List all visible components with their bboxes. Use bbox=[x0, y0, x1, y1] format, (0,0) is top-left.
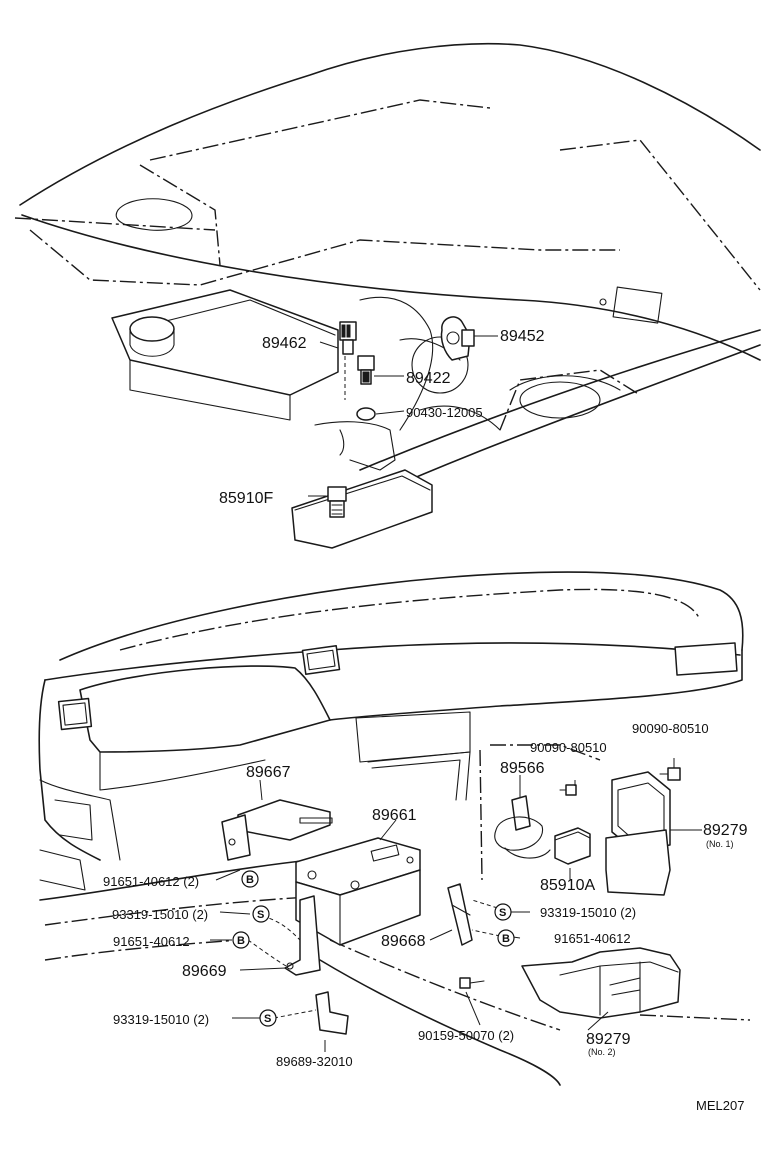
label-89452: 89452 bbox=[500, 328, 545, 345]
label-93319-15010-2-c: 93319-15010 (2) bbox=[113, 1012, 209, 1027]
unit-89279-no1 bbox=[605, 771, 671, 896]
relay-85910A bbox=[554, 827, 591, 865]
bolt-90159 bbox=[459, 977, 485, 989]
screw-symbol-1 bbox=[252, 905, 270, 923]
bolt-90090-1 bbox=[559, 784, 577, 796]
bracket-89566 bbox=[494, 795, 551, 859]
label-89279-no2: 89279 bbox=[586, 1031, 631, 1048]
screw-symbol-3 bbox=[259, 1009, 277, 1027]
screw-symbol-1-letter: S bbox=[257, 909, 264, 921]
diagram-id: MEL207 bbox=[696, 1098, 744, 1113]
label-93319-15010-2-b: 93319-15010 (2) bbox=[540, 905, 636, 920]
ecu-89661 bbox=[295, 837, 421, 946]
bolt-symbol-1-letter: B bbox=[246, 874, 254, 886]
label-85910A: 85910A bbox=[540, 877, 595, 894]
label-90430-12005: 90430-12005 bbox=[406, 405, 483, 420]
screw-symbol-2 bbox=[494, 903, 512, 921]
label-90090-80510-a: 90090-80510 bbox=[530, 740, 607, 755]
bracket-89669 bbox=[284, 895, 321, 976]
bolt-symbol-3-letter: B bbox=[502, 933, 510, 945]
label-91651-40612-2: 91651-40612 (2) bbox=[103, 874, 199, 889]
label-89661: 89661 bbox=[372, 807, 417, 824]
label-89279-no2-note: (No. 2) bbox=[588, 1047, 616, 1057]
screw-symbol-2-letter: S bbox=[499, 907, 506, 919]
sensor-89422 bbox=[357, 355, 375, 385]
label-89668: 89668 bbox=[381, 933, 426, 950]
screw-symbol-3-letter: S bbox=[264, 1013, 271, 1025]
bracket-89667 bbox=[221, 799, 333, 861]
label-89667: 89667 bbox=[246, 764, 291, 781]
bolt-90090-2 bbox=[659, 767, 681, 781]
unit-89279-no2 bbox=[521, 947, 681, 1019]
bracket-89668 bbox=[447, 883, 473, 946]
label-89279-no1-note: (No. 1) bbox=[706, 839, 734, 849]
label-89279-no1: 89279 bbox=[703, 822, 748, 839]
label-89669: 89669 bbox=[182, 963, 227, 980]
label-89422: 89422 bbox=[406, 370, 451, 387]
bracket-89689 bbox=[315, 991, 349, 1035]
label-89566: 89566 bbox=[500, 760, 545, 777]
gasket-90430 bbox=[356, 407, 376, 421]
dashboard-drawing bbox=[38, 571, 751, 1086]
label-90090-80510-b: 90090-80510 bbox=[632, 721, 709, 736]
engine-compartment-drawing bbox=[14, 43, 761, 549]
part-labels: 89462 89452 89422 90430-12005 85910F 896… bbox=[103, 328, 748, 1113]
label-90159-50070-2: 90159-50070 (2) bbox=[418, 1028, 514, 1043]
label-93319-15010-2-a: 93319-15010 (2) bbox=[112, 907, 208, 922]
sensor-89452 bbox=[440, 316, 475, 361]
label-91651-40612-b: 91651-40612 bbox=[554, 931, 631, 946]
bolt-symbol-2 bbox=[232, 931, 250, 949]
sensor-89462 bbox=[339, 321, 357, 355]
bolt-symbol-3 bbox=[497, 929, 515, 947]
label-89462: 89462 bbox=[262, 335, 307, 352]
label-85910F: 85910F bbox=[219, 490, 273, 507]
sensor-85910F bbox=[327, 486, 347, 518]
label-91651-40612-a: 91651-40612 bbox=[113, 934, 190, 949]
bolt-symbol-2-letter: B bbox=[237, 935, 245, 947]
label-89689-32010: 89689-32010 bbox=[276, 1054, 353, 1069]
bolt-symbol-1 bbox=[241, 870, 259, 888]
